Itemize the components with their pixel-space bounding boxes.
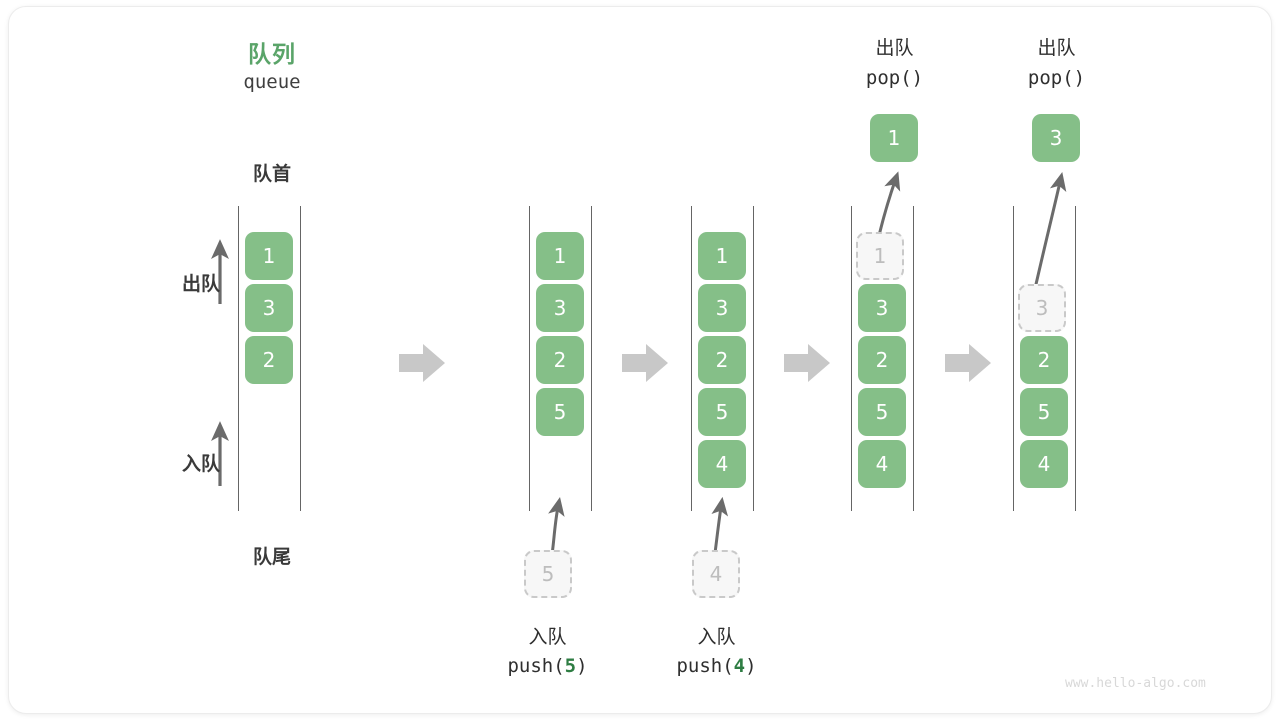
queue-cell-removed: 3 bbox=[1018, 284, 1066, 332]
page-title-code: queue bbox=[243, 71, 301, 93]
diagram-stage: 队列 queue 队首 队尾 出队 入队 1 3 2 1 3 2 5 5 入队 … bbox=[9, 7, 1271, 713]
push-4-code-value: 4 bbox=[733, 655, 746, 677]
queue-cell: 2 bbox=[698, 336, 746, 384]
push-4-label-code: push(4) bbox=[639, 655, 794, 677]
popped-cell-3: 3 bbox=[1032, 114, 1080, 162]
rear-label: 队尾 bbox=[252, 547, 291, 568]
queue-cell: 1 bbox=[245, 232, 293, 280]
page-title: 队列 bbox=[248, 41, 296, 67]
queue-cell: 1 bbox=[698, 232, 746, 280]
queue-cell: 2 bbox=[1020, 336, 1068, 384]
arrows-layer bbox=[211, 171, 1067, 569]
push-5-label-code: push(5) bbox=[470, 655, 625, 677]
front-label: 队首 bbox=[252, 164, 291, 185]
incoming-cell-5: 5 bbox=[524, 550, 572, 598]
pop-3-label-cn: 出队 bbox=[1037, 38, 1076, 59]
push-4-label-cn: 入队 bbox=[697, 627, 736, 648]
col3-rail-right bbox=[753, 206, 754, 511]
incoming-cell-4: 4 bbox=[692, 550, 740, 598]
queue-cell: 3 bbox=[245, 284, 293, 332]
queue-cell: 1 bbox=[536, 232, 584, 280]
col2-rail-left bbox=[529, 206, 530, 511]
pop-1-label-cn: 出队 bbox=[875, 38, 914, 59]
col1-rail-left bbox=[238, 206, 239, 511]
enqueue-direction-label: 入队 bbox=[181, 454, 220, 475]
pop-1-label-code: pop() bbox=[865, 67, 924, 89]
col1-rail-right bbox=[300, 206, 301, 511]
queue-cell: 4 bbox=[1020, 440, 1068, 488]
transition-arrow-3 bbox=[784, 344, 830, 382]
push-5-label-cn: 入队 bbox=[528, 627, 567, 648]
push-4-code-post: ) bbox=[745, 655, 757, 677]
queue-cell: 5 bbox=[536, 388, 584, 436]
transition-arrow-1 bbox=[399, 344, 445, 382]
queue-cell: 5 bbox=[1020, 388, 1068, 436]
watermark: www.hello-algo.com bbox=[1065, 676, 1206, 691]
pop-3-label-code: pop() bbox=[1027, 67, 1086, 89]
queue-cell: 3 bbox=[698, 284, 746, 332]
transition-arrow-4 bbox=[945, 344, 991, 382]
dequeue-direction-label: 出队 bbox=[181, 274, 220, 295]
queue-cell: 4 bbox=[858, 440, 906, 488]
col4-rail-right bbox=[913, 206, 914, 511]
queue-cell: 5 bbox=[698, 388, 746, 436]
queue-cell-removed: 1 bbox=[856, 232, 904, 280]
queue-cell: 5 bbox=[858, 388, 906, 436]
queue-cell: 3 bbox=[536, 284, 584, 332]
push-5-code-value: 5 bbox=[564, 655, 577, 677]
queue-cell: 2 bbox=[536, 336, 584, 384]
push-5-code-pre: push( bbox=[507, 655, 565, 677]
col5-rail-right bbox=[1075, 206, 1076, 511]
popped-cell-1: 1 bbox=[870, 114, 918, 162]
col4-rail-left bbox=[851, 206, 852, 511]
push-5-code-post: ) bbox=[576, 655, 588, 677]
queue-cell: 2 bbox=[858, 336, 906, 384]
diagram-card: 队列 queue 队首 队尾 出队 入队 1 3 2 1 3 2 5 5 入队 … bbox=[8, 6, 1272, 714]
queue-cell: 3 bbox=[858, 284, 906, 332]
col5-rail-left bbox=[1013, 206, 1014, 511]
transition-arrow-2 bbox=[622, 344, 668, 382]
col2-rail-right bbox=[591, 206, 592, 511]
queue-cell: 2 bbox=[245, 336, 293, 384]
queue-cell: 4 bbox=[698, 440, 746, 488]
col3-rail-left bbox=[691, 206, 692, 511]
push-4-code-pre: push( bbox=[676, 655, 734, 677]
